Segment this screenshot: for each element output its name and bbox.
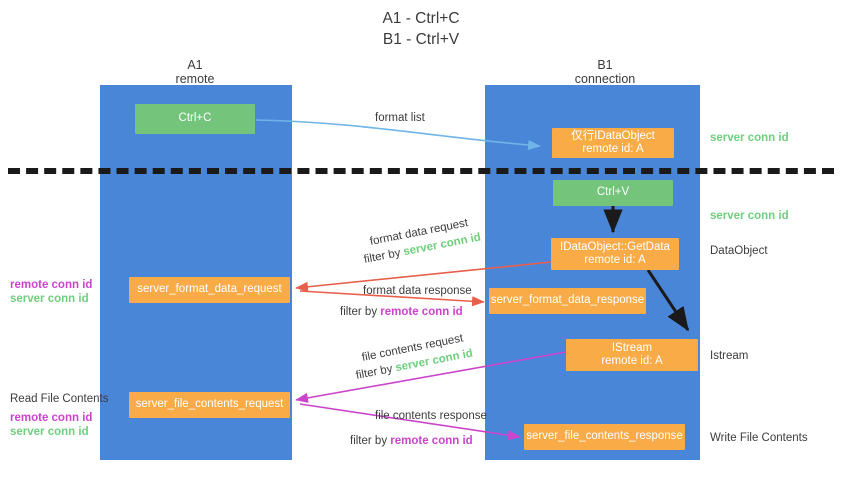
node-getdata-line2: remote id: A	[584, 254, 646, 266]
node-ctrl-c[interactable]: Ctrl+C	[135, 104, 255, 134]
edge-label-file-contents-response: file contents response	[375, 410, 487, 422]
filter-prefix: filter by	[350, 435, 391, 447]
lane-b1-sub: connection	[574, 72, 636, 86]
node-istream[interactable]: IStream remote id: A	[566, 339, 698, 371]
left-label-read-file-contents: Read File Contents	[10, 393, 109, 405]
edge-label-file-contents-response-filter: filter by remote conn id	[350, 434, 473, 448]
left-label-server-conn-id-b: server conn id	[10, 426, 89, 438]
diagram-title-line-1: A1 - Ctrl+C	[382, 10, 460, 27]
phase-separator	[8, 168, 834, 174]
diagram-title: A1 - Ctrl+C B1 - Ctrl+V	[0, 8, 842, 50]
left-label-server-conn-id-a: server conn id	[10, 293, 89, 305]
filter-value-remote-conn-id: remote conn id	[380, 306, 463, 318]
lane-header-b1: B1 connection	[535, 58, 675, 86]
filter-prefix: filter by	[362, 246, 405, 266]
lane-b1-name: B1	[597, 58, 613, 72]
right-label-istream: Istream	[710, 350, 749, 362]
left-label-remote-conn-id-b: remote conn id	[10, 412, 93, 424]
node-server-format-data-response[interactable]: server_format_data_response	[489, 288, 646, 314]
node-idataobject-top-line1: 仅行IDataObject	[571, 129, 655, 142]
node-ctrl-v-label: Ctrl+V	[596, 186, 630, 199]
right-label-server-conn-id-second: server conn id	[710, 210, 789, 222]
node-idataobject-top[interactable]: 仅行IDataObject remote id: A	[552, 128, 674, 158]
edge-label-format-data-response-filter: filter by remote conn id	[340, 305, 463, 319]
node-idataobject-top-line2: remote id: A	[582, 143, 644, 155]
node-getdata-line1: IDataObject::GetData	[560, 240, 670, 253]
node-server-file-contents-request-label: server_file_contents_request	[135, 398, 284, 411]
filter-prefix: filter by	[354, 362, 397, 382]
node-ctrl-c-label: Ctrl+C	[178, 112, 212, 125]
node-istream-line1: IStream	[611, 341, 653, 354]
edge-label-format-list: format list	[375, 112, 425, 124]
lane-a1-sub: remote	[175, 72, 215, 86]
node-server-file-contents-request[interactable]: server_file_contents_request	[129, 392, 290, 418]
node-server-format-data-response-label: server_format_data_response	[490, 294, 645, 307]
left-label-remote-conn-id-a: remote conn id	[10, 279, 93, 291]
node-server-file-contents-response[interactable]: server_file_contents_response	[524, 424, 685, 450]
filter-value-remote-conn-id: remote conn id	[390, 435, 473, 447]
node-getdata[interactable]: IDataObject::GetData remote id: A	[551, 238, 679, 270]
right-label-server-conn-id-top: server conn id	[710, 132, 789, 144]
filter-prefix: filter by	[340, 306, 381, 318]
lane-header-a1: A1 remote	[135, 58, 255, 86]
lane-a1-name: A1	[187, 58, 203, 72]
node-server-format-data-request-label: server_format_data_request	[137, 283, 282, 296]
diagram-title-line-2: B1 - Ctrl+V	[382, 31, 460, 48]
node-server-file-contents-response-label: server_file_contents_response	[526, 430, 683, 443]
node-istream-line2: remote id: A	[601, 355, 663, 367]
edge-label-format-data-response: format data response	[363, 285, 472, 297]
right-label-dataobject: DataObject	[710, 245, 768, 257]
node-server-format-data-request[interactable]: server_format_data_request	[129, 277, 290, 303]
node-ctrl-v[interactable]: Ctrl+V	[553, 180, 673, 206]
right-label-write-file-contents: Write File Contents	[710, 432, 808, 444]
